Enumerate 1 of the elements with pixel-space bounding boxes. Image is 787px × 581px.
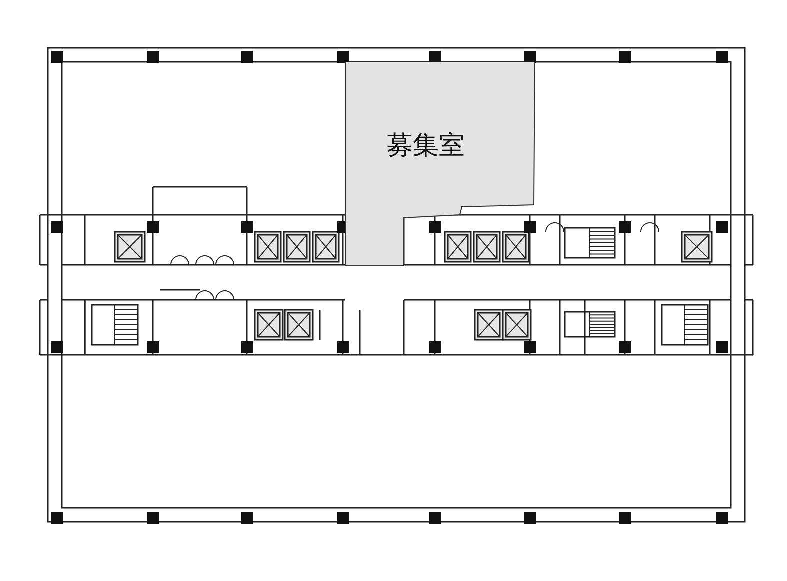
room-label: 募集室 — [387, 130, 465, 163]
